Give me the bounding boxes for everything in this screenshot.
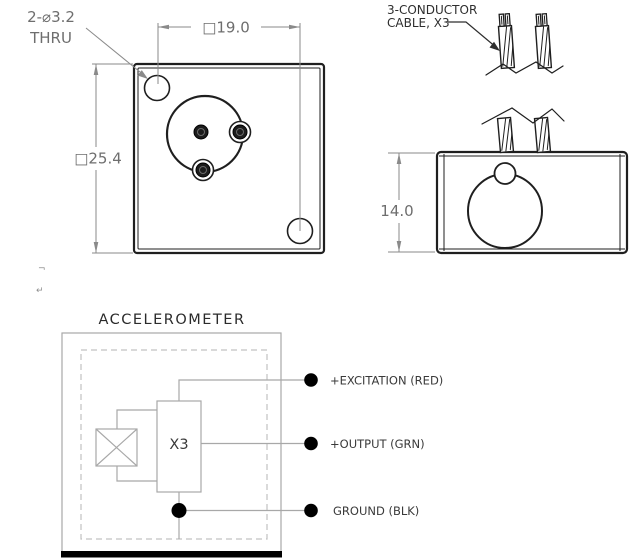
leader-line (85, 27, 146, 77)
cable-twist-line (539, 26, 545, 67)
cable-wire-strand (537, 15, 540, 25)
side-body-outline (435, 150, 629, 255)
cable-callout: 3-CONDUCTOR CABLE, X3 (387, 3, 500, 51)
dim-body-size: □25.4 (74, 150, 122, 168)
connector-pin-center-icon (193, 124, 209, 140)
connector-pin-right-icon (232, 124, 248, 140)
arrow-right-icon (289, 24, 300, 30)
side-view-dimensions: 14.0 (380, 152, 435, 253)
front-body-outline (132, 62, 326, 255)
connector-pin-right-detail (236, 128, 244, 136)
front-body-inner-line (137, 67, 321, 250)
side-view (435, 150, 629, 255)
cable-into-body-right (533, 116, 552, 154)
cable-twist-line (538, 118, 544, 151)
leader-arrow-icon (137, 70, 148, 79)
cable-twist-line (547, 45, 551, 67)
cable-twist-line (509, 132, 513, 151)
mounting-hole-top-left (143, 74, 171, 102)
terminal-dot-output (304, 436, 318, 451)
cable-twist-line (542, 119, 548, 152)
connector-side-outline (467, 173, 543, 249)
cables (481, 12, 565, 154)
cable-twist-line (506, 27, 512, 68)
terminal-label-output: +OUTPUT (GRN) (330, 437, 425, 451)
cable-free-end-right (534, 12, 553, 70)
arrow-down-icon (93, 242, 99, 253)
terminal-dot-ground (304, 503, 318, 518)
terminal-label-ground: GROUND (BLK) (333, 504, 419, 518)
schematic: ACCELEROMETER X3 +EXCITATION (RED) +OUTP… (61, 312, 443, 558)
cable-twist-line (510, 45, 514, 67)
cable-callout-line2: CABLE, X3 (387, 16, 450, 30)
schematic-title: ACCELEROMETER (98, 312, 245, 328)
mounting-base-bar (61, 551, 282, 558)
dim-side-height: 14.0 (380, 202, 413, 220)
connector-x3-box (156, 400, 202, 493)
connector-x3-label: X3 (169, 437, 188, 453)
cable-wire-strand (543, 15, 546, 25)
terminal-label-excitation: +EXCITATION (RED) (330, 374, 443, 388)
front-view-dimensions: □19.0 □25.4 2-⌀3.2 THRU (27, 8, 301, 254)
cable-twist-line (546, 132, 550, 151)
cable-break-line (485, 61, 564, 76)
connector-pin-center-detail (197, 128, 205, 136)
dim-hole-spacing: □19.0 (202, 19, 250, 37)
front-view (132, 62, 326, 255)
artifact-mark-2: ↵ (36, 286, 44, 296)
cable-wire-strand (500, 15, 503, 25)
arrow-up-icon (93, 64, 99, 75)
cable-callout-line1: 3-CONDUCTOR (387, 3, 477, 17)
connector-pin-bottom-detail (199, 166, 207, 174)
cable-twist-line (543, 27, 549, 68)
arrow-left-icon (158, 24, 169, 30)
arrow-up-icon (396, 153, 402, 164)
schematic-dashed-box (80, 349, 268, 540)
arrow-down-icon (396, 241, 402, 252)
cable-twist-line (502, 26, 508, 67)
connector-front (165, 94, 252, 182)
cable-twist-line (501, 118, 507, 151)
cable-into-body-left (496, 116, 515, 154)
cable-break-line (481, 107, 565, 125)
leader-line (448, 21, 498, 49)
artifact-mark-1: ¬ (38, 264, 46, 274)
connector-pin-bottom-icon (195, 162, 211, 178)
hole-callout-line1: 2-⌀3.2 (27, 8, 75, 26)
connector-side-key-bump (493, 162, 517, 185)
ground-junction-dot (171, 503, 187, 518)
cable-wire-strand (506, 15, 509, 25)
excitation-wire (178, 379, 311, 401)
artifact-marks: ¬ ↵ (36, 264, 46, 296)
terminal-dot-excitation (304, 373, 318, 387)
cable-twist-line (505, 119, 511, 152)
hole-callout-line2: THRU (29, 29, 72, 47)
leader-arrow-icon (489, 41, 500, 51)
sensor-element-cross (95, 428, 138, 467)
cable-free-end-left (497, 12, 516, 70)
